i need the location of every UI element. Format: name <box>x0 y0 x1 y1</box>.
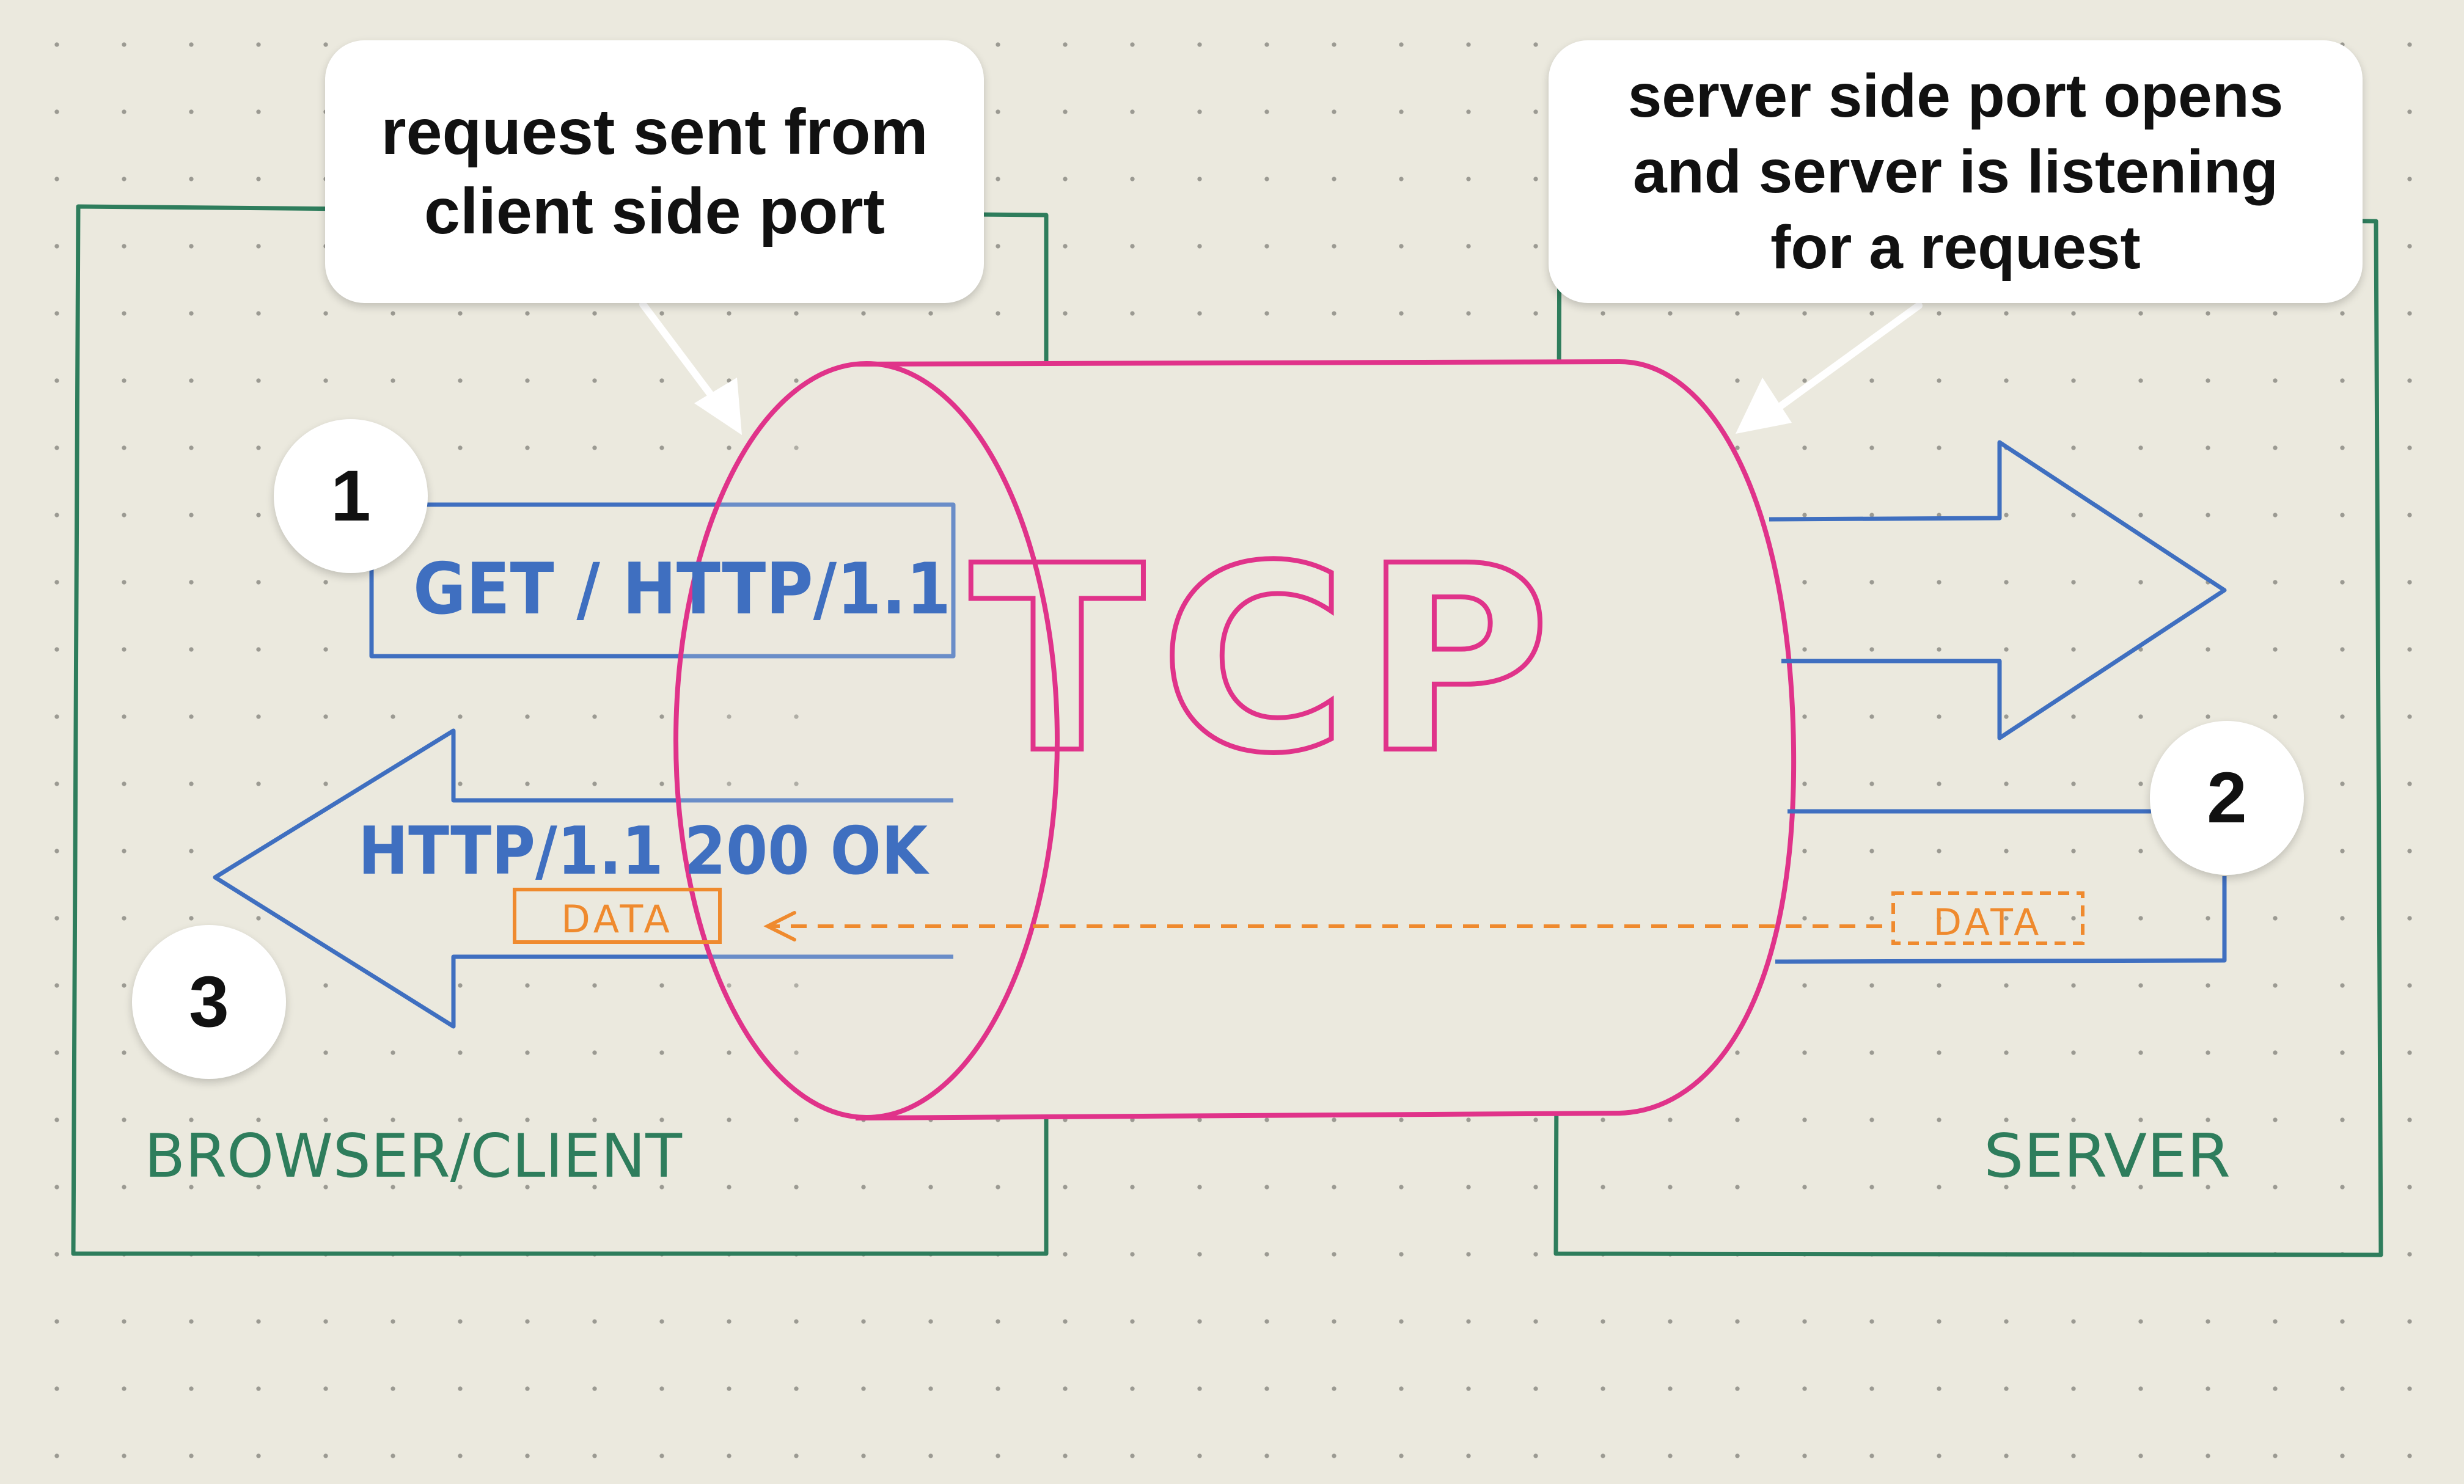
step-badge-2: 2 <box>2150 721 2304 875</box>
step-badge-1: 1 <box>274 419 428 573</box>
data-flow-arrowhead <box>763 911 796 941</box>
forward-arrow <box>1769 440 2227 740</box>
step-badge-3: 3 <box>132 925 286 1079</box>
data-box-client <box>513 888 722 944</box>
request-label: GET / HTTP/1.1 <box>413 548 951 631</box>
client-box-label: BROWSER/CLIENT <box>144 1122 683 1191</box>
return-bracket <box>1775 809 2227 964</box>
callout-server-port: server side port opens and server is lis… <box>1549 40 2363 303</box>
tcp-cylinder-outline <box>855 359 1797 1120</box>
callout-pointer-client-head <box>694 378 742 435</box>
response-arrow <box>213 728 953 1029</box>
server-box-label: SERVER <box>1984 1122 2231 1191</box>
callout-pointer-server-head <box>1736 378 1792 434</box>
callout-pointer-server <box>1767 302 1923 417</box>
request-arrow <box>369 502 956 659</box>
callout-client-port: request sent from client side port <box>325 40 984 303</box>
response-label: HTTP/1.1 200 OK <box>358 813 930 890</box>
data-label-server: DATA <box>1934 901 2043 944</box>
data-box-server <box>1891 891 2084 945</box>
data-label-client: DATA <box>561 897 673 941</box>
tcp-label: TCP <box>970 511 1566 810</box>
